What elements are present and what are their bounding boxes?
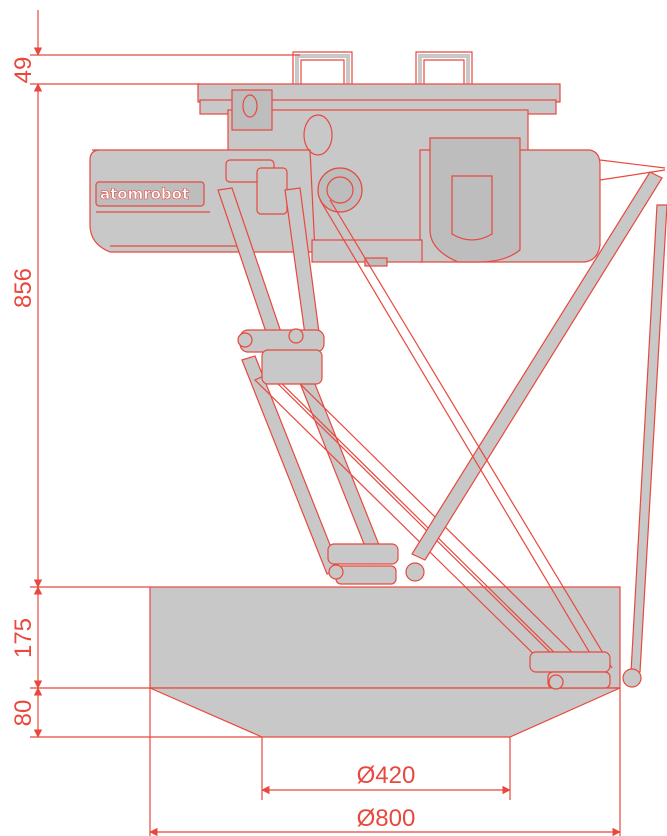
center-joint bbox=[317, 167, 363, 213]
forearm-right bbox=[411, 171, 663, 561]
end-effector-right bbox=[529, 651, 611, 673]
delta-arms bbox=[217, 159, 667, 690]
forearm-far-right bbox=[630, 204, 667, 673]
dim-label-body-height: 856 bbox=[10, 268, 37, 308]
dimension-lines bbox=[30, 10, 621, 836]
robot-housing: atomrobot bbox=[89, 51, 601, 267]
elbow-joint-left bbox=[239, 329, 325, 353]
dim-label-top-offset: 49 bbox=[10, 57, 37, 84]
dim-label-outer-diameter: Ø800 bbox=[357, 805, 416, 832]
handle-left bbox=[295, 54, 350, 86]
brand-logo: atomrobot bbox=[100, 185, 189, 203]
dim-label-inner-diameter: Ø420 bbox=[357, 762, 416, 789]
dim-label-taper-height: 80 bbox=[10, 700, 37, 727]
workspace-volume bbox=[149, 586, 621, 738]
handle-right bbox=[418, 54, 470, 86]
forearm-left-a bbox=[241, 355, 341, 575]
dim-label-platform-height: 175 bbox=[10, 618, 37, 658]
workspace-cone bbox=[149, 687, 621, 738]
end-effector bbox=[327, 543, 399, 565]
dimension-labels: 49 856 175 80 Ø420 Ø800 bbox=[10, 57, 415, 832]
forearm-left-b bbox=[289, 353, 386, 565]
